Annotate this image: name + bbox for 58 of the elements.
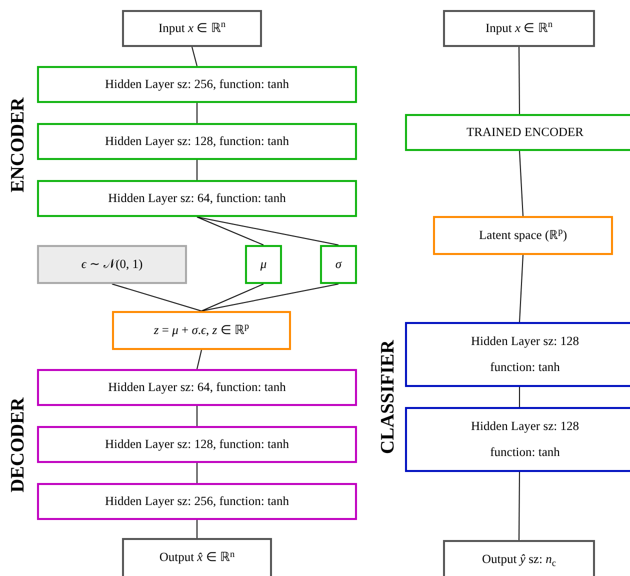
node-text: ϵ ∼ 𝒩(0, 1) (81, 256, 143, 272)
node-text: z = μ + σ.ϵ, z ∈ ℝ$^{p}$ (154, 322, 250, 338)
layer-box (405, 322, 630, 387)
connector-line (196, 216, 264, 246)
node-text: TRAINED ENCODER (466, 124, 584, 140)
encoder-box (405, 114, 630, 151)
node-text: Output ŷ sz: n$_{c}$ (482, 552, 556, 568)
connector-line (201, 284, 264, 312)
connector-line (201, 284, 339, 312)
output-box (443, 540, 595, 576)
layer-box (37, 483, 357, 520)
node-text: Output x̂ ∈ ℝ$^{n}$ (159, 550, 235, 566)
connector-line (518, 472, 520, 540)
node-text: Hidden Layer sz: 256, function: tanh (105, 494, 289, 510)
connector-line (519, 254, 524, 322)
connector-line (196, 462, 198, 484)
connector-line (192, 46, 198, 66)
connector-line (112, 284, 202, 312)
mean-box (245, 245, 282, 284)
input-box (443, 10, 595, 47)
connector-line (518, 46, 520, 114)
section-label: CLASSIFIER (378, 340, 398, 454)
connector-line (519, 150, 524, 216)
connector-line (196, 160, 198, 180)
node-text: function: tanh (490, 444, 560, 460)
latent-box (433, 216, 613, 255)
node-text: Input x ∈ ℝ$^{n}$ (485, 20, 552, 36)
node-text: Hidden Layer sz: 128, function: tanh (105, 436, 289, 452)
connector-line (196, 350, 202, 370)
output-box (122, 538, 272, 576)
noise-box (37, 245, 187, 284)
node-text: μ (260, 256, 267, 272)
input-box (122, 10, 262, 47)
layer-box (37, 123, 357, 160)
sampling-box (112, 311, 291, 350)
connector-line (196, 216, 339, 246)
layer-box (37, 426, 357, 463)
node-text: Hidden Layer sz: 64, function: tanh (108, 190, 286, 206)
section-label: DECODER (8, 398, 28, 492)
connector-line (196, 102, 198, 124)
connector-line (196, 406, 198, 426)
layer-box (405, 407, 630, 472)
layer-box (37, 66, 357, 103)
node-text: Hidden Layer sz: 128, function: tanh (105, 134, 289, 150)
node-text: Hidden Layer sz: 128 (471, 334, 579, 350)
layer-box (37, 180, 357, 217)
connector-line (196, 520, 198, 538)
node-text: Hidden Layer sz: 256, function: tanh (105, 76, 289, 92)
node-text: Input x ∈ ℝ$^{n}$ (158, 20, 226, 36)
node-text: function: tanh (490, 360, 560, 376)
node-text: Latent space (ℝ$^{p}$) (479, 228, 567, 244)
std-box (320, 245, 357, 284)
section-label: ENCODER (8, 98, 28, 192)
connector-line (519, 386, 520, 408)
layer-box (37, 369, 357, 406)
node-text: σ (335, 256, 342, 272)
node-text: Hidden Layer sz: 128 (471, 418, 579, 434)
node-text: Hidden Layer sz: 64, function: tanh (108, 380, 286, 396)
